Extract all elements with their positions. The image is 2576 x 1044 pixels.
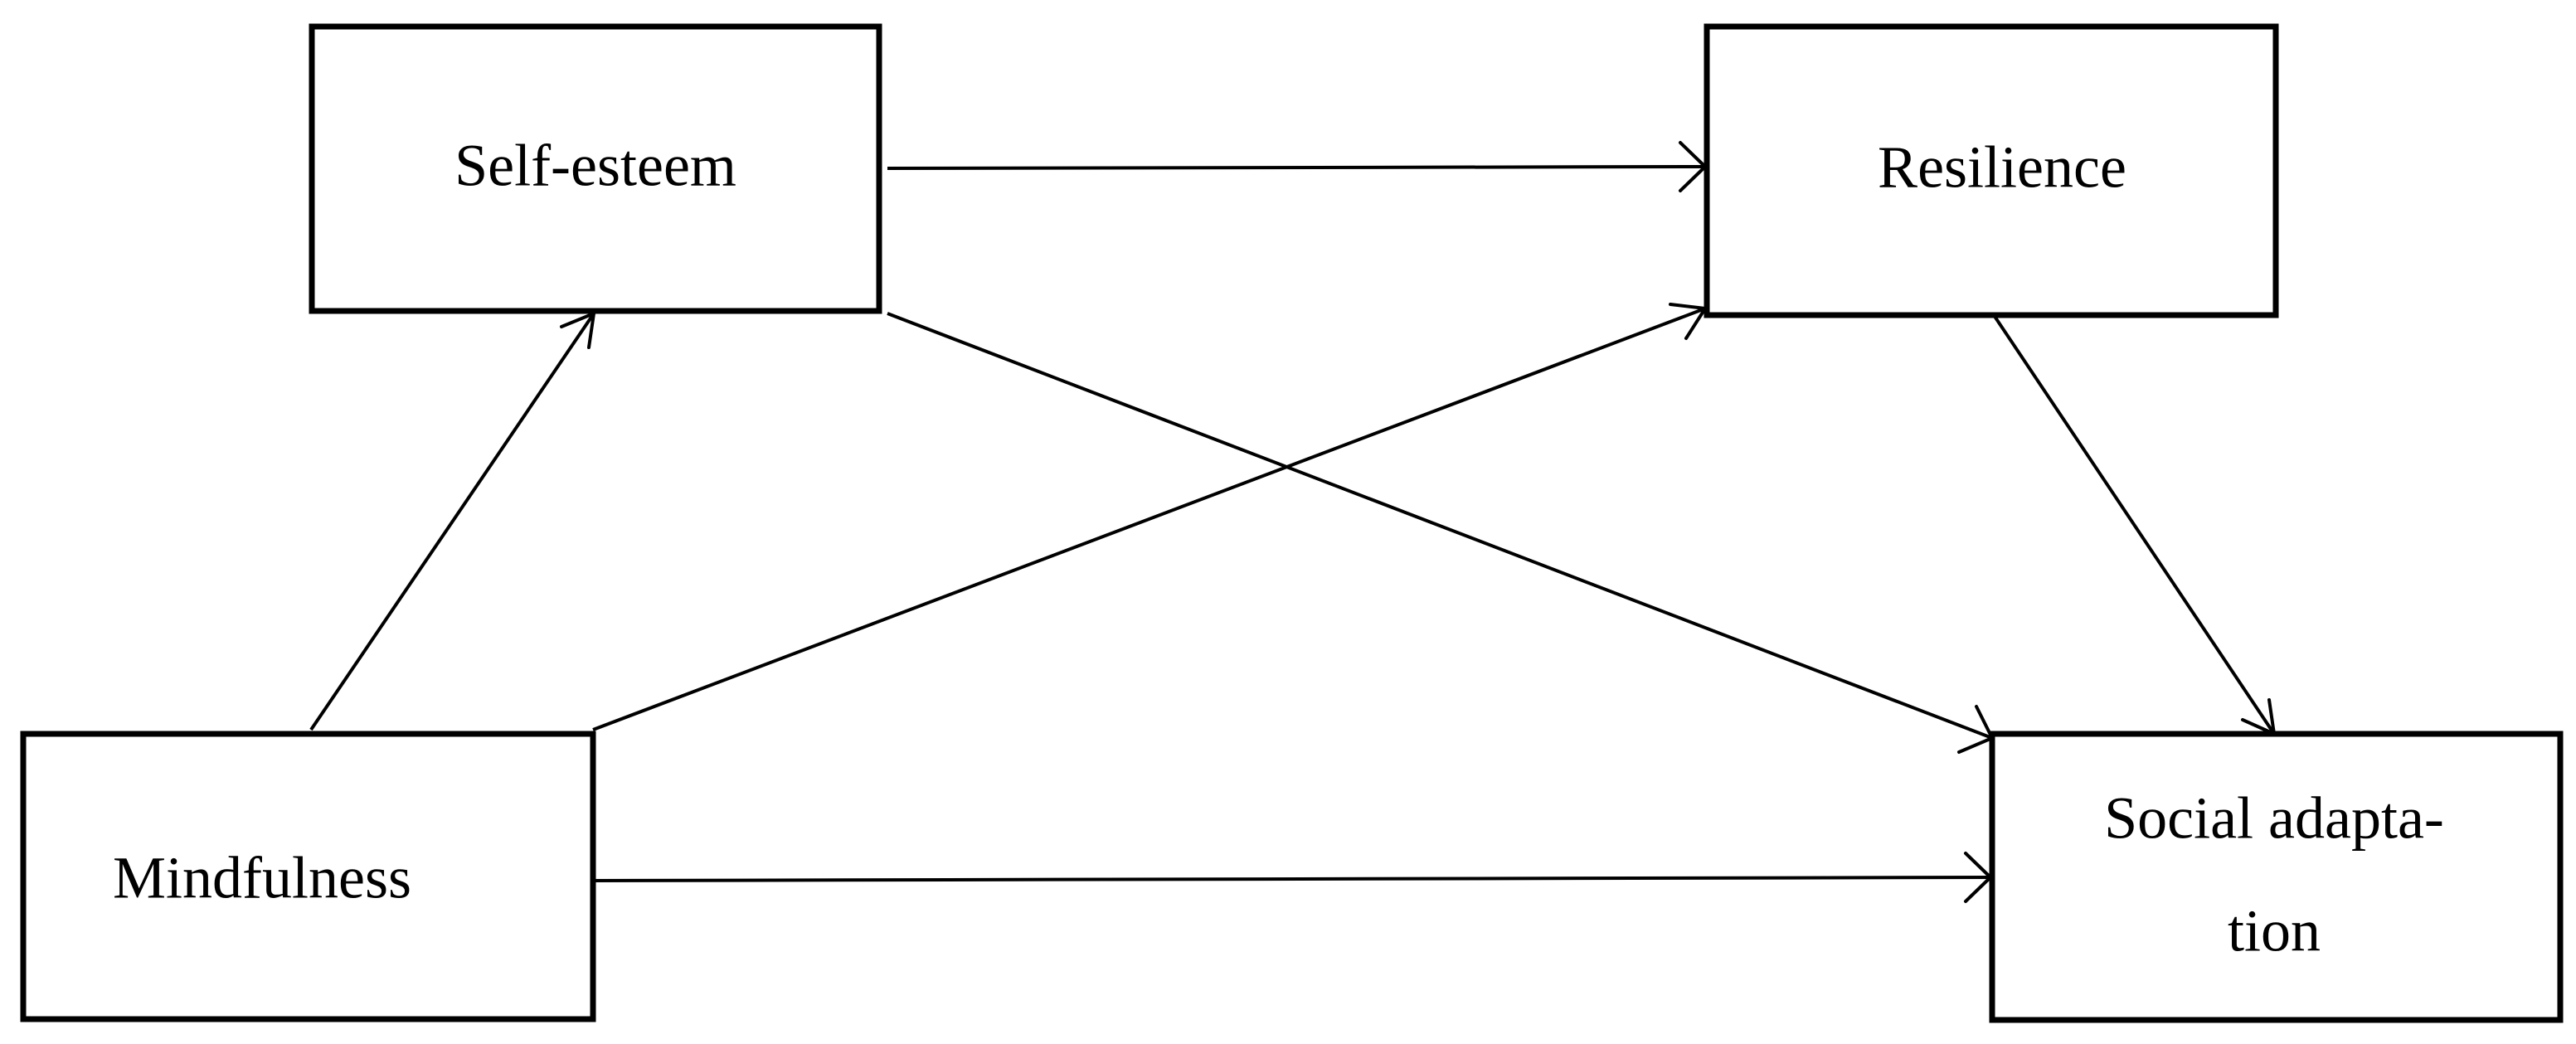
edge-mindfulness-to-resilience (592, 303, 1707, 731)
edges (309, 141, 2276, 903)
node-label-social-adaptation-line2: tion (2228, 898, 2321, 964)
node-mindfulness: Mindfulness (20, 731, 596, 1022)
edge-mindfulness-to-social-adaptation (592, 852, 1992, 903)
node-box (1704, 23, 2279, 318)
node-label-self-esteem: Self-esteem (454, 133, 736, 199)
node-label-social-adaptation-line1: Social adapta- (2104, 785, 2444, 852)
edge-self-esteem-to-social-adaptation (887, 312, 1994, 754)
node-social-adaptation: Social adapta- tion (1989, 731, 2564, 1023)
edge-resilience-to-social-adaptation (1992, 313, 2276, 736)
edge-mindfulness-to-self-esteem (309, 312, 595, 731)
node-self-esteem: Self-esteem (309, 23, 882, 314)
node-resilience: Resilience (1704, 23, 2279, 318)
edge-self-esteem-to-resilience (887, 141, 1707, 192)
node-box (20, 731, 596, 1022)
node-label-resilience: Resilience (1878, 134, 2126, 201)
node-box (309, 23, 882, 314)
node-box (1989, 731, 2564, 1023)
node-label-mindfulness: Mindfulness (113, 845, 411, 911)
